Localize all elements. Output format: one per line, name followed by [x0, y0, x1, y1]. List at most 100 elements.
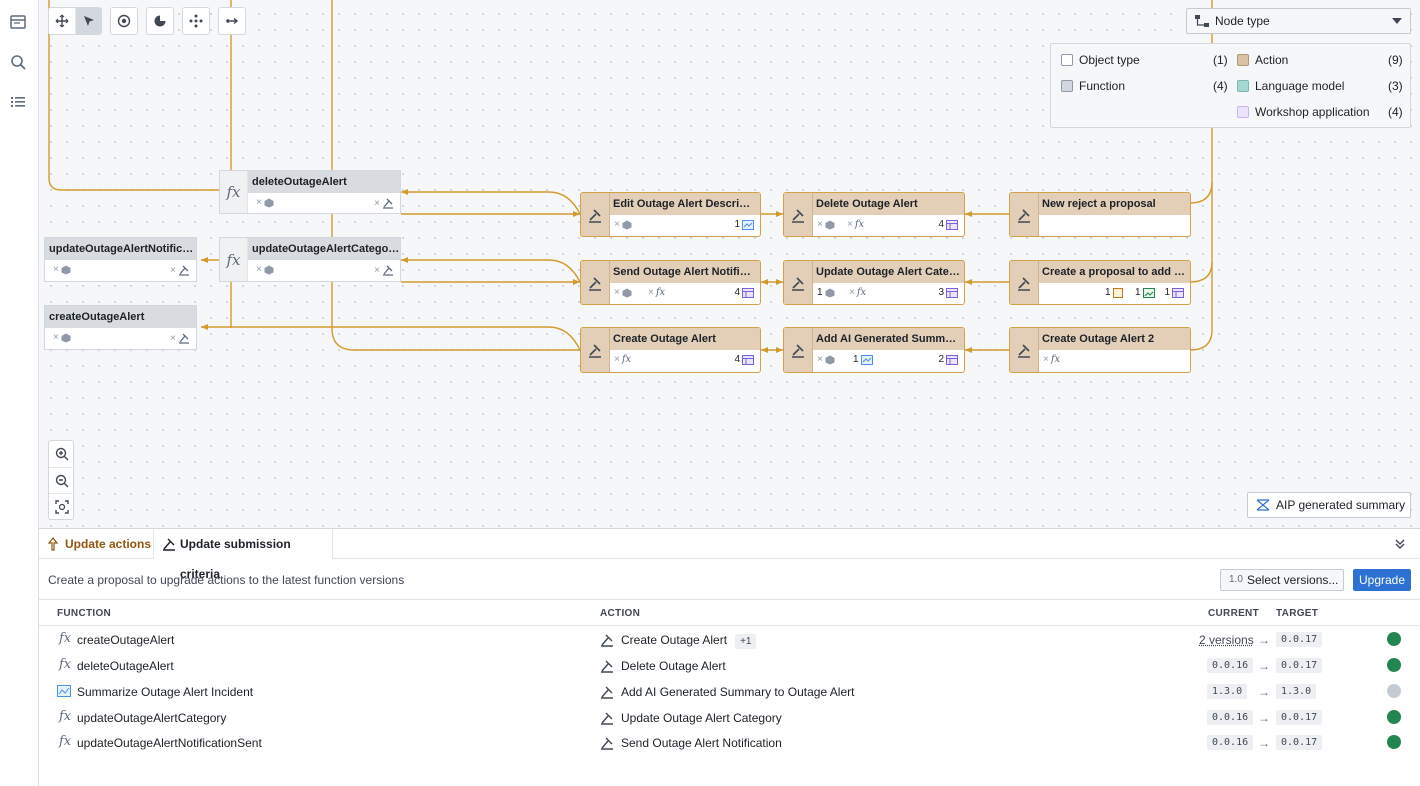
function-icon: fx — [59, 709, 72, 724]
current-version: 1.3.0 — [1207, 684, 1248, 699]
function-name: deleteOutageAlert — [77, 659, 174, 673]
pie-select-button[interactable] — [146, 7, 174, 35]
submission-criteria-icon: × — [374, 197, 394, 209]
table-row[interactable]: fx deleteOutageAlert Delete Outage Alert… — [39, 653, 1420, 679]
function-node-label: updateOutageAlertCategor... — [248, 238, 400, 260]
node-type-icon — [1195, 15, 1209, 27]
action-node-label: Create Outage Alert 2 — [1039, 328, 1190, 350]
panel-icon[interactable] — [8, 12, 28, 32]
col-current: CURRENT — [1208, 608, 1259, 619]
action-node[interactable]: Create Outage Alert ×fx 4 — [580, 327, 761, 373]
flow-icon[interactable] — [219, 8, 245, 34]
chevron-down-icon — [1392, 18, 1402, 24]
select-icon[interactable] — [75, 8, 101, 34]
arrow-right-icon: → — [1258, 711, 1270, 725]
graph-canvas[interactable]: fx deleteOutageAlert × × fx updateOutage… — [39, 0, 1420, 528]
aip-summary-button[interactable]: AIP generated summary — [1247, 492, 1411, 518]
zoom-out-icon[interactable] — [49, 467, 75, 493]
workshop-app-icon: 3 — [938, 287, 958, 298]
action-node[interactable]: Create a proposal to add a rul... 1 1 1 — [1009, 260, 1191, 305]
object-type-icon: × — [817, 354, 835, 365]
legend-item-function[interactable]: Function — [1061, 79, 1125, 93]
table-row[interactable]: fx updateOutageAlertCategory Update Outa… — [39, 705, 1420, 731]
upgrade-button[interactable]: Upgrade — [1353, 569, 1411, 591]
object-type-icon: × — [53, 264, 71, 275]
layout-button[interactable] — [182, 7, 210, 35]
legend-item-action[interactable]: Action — [1237, 53, 1288, 67]
current-version[interactable]: 2 versions — [1199, 633, 1254, 647]
collapse-icon[interactable] — [1394, 538, 1406, 550]
action-node[interactable]: New reject a proposal — [1009, 192, 1191, 237]
zoom-in-icon[interactable] — [49, 441, 75, 467]
fit-to-screen-icon[interactable] — [49, 493, 75, 519]
tab-update-actions[interactable]: Update actions — [39, 529, 153, 559]
search-icon[interactable] — [8, 52, 28, 72]
move-icon[interactable] — [49, 8, 75, 34]
target-version: 0.0.17 — [1276, 735, 1323, 750]
node-type-dropdown[interactable]: Node type — [1186, 8, 1411, 34]
action-icon — [784, 328, 813, 372]
action-node[interactable]: Create Outage Alert 2 ×fx — [1009, 327, 1191, 373]
current-version: 0.0.16 — [1207, 658, 1254, 673]
action-name: Add AI Generated Summary to Outage Alert — [621, 685, 855, 699]
target-icon[interactable] — [111, 8, 137, 34]
function-node[interactable]: fx deleteOutageAlert × × — [219, 170, 401, 214]
object-type-icon: × — [614, 287, 632, 298]
legend-count: (1) — [1213, 53, 1228, 67]
action-node[interactable]: Send Outage Alert Notificatio... × ×fx 4 — [580, 260, 761, 305]
flow-button[interactable] — [218, 7, 246, 35]
target-version: 1.3.0 — [1276, 684, 1317, 699]
submission-criteria-icon: × — [374, 264, 394, 276]
legend-item-language-model[interactable]: Language model — [1237, 79, 1344, 93]
function-name: createOutageAlert — [77, 633, 175, 647]
action-icon — [601, 660, 613, 673]
aip-icon — [1256, 499, 1270, 511]
action-node-label: Create Outage Alert — [610, 328, 760, 350]
function-node[interactable]: fx updateOutageAlertCategor... × × — [219, 237, 401, 282]
action-node-label: Create a proposal to add a rul... — [1039, 261, 1190, 283]
action-name: Send Outage Alert Notification — [621, 736, 782, 750]
table-row[interactable]: fx updateOutageAlertNotificationSent Sen… — [39, 730, 1420, 756]
layout-icon[interactable] — [183, 8, 209, 34]
function-node-label: updateOutageAlertNotifica... — [45, 238, 196, 260]
action-node[interactable]: Edit Outage Alert Description ... × 1 — [580, 192, 761, 237]
arrow-right-icon: → — [1258, 659, 1270, 673]
check-icon — [1387, 735, 1401, 749]
action-node[interactable]: Delete Outage Alert × ×fx 4 — [783, 192, 965, 237]
arrow-right-icon: → — [1258, 736, 1270, 750]
node-type-legend: Object type (1) Action (9) Function (4) … — [1050, 43, 1411, 128]
function-icon: fx — [59, 657, 72, 672]
workshop-app-icon: 4 — [734, 287, 754, 298]
action-node[interactable]: Add AI Generated Summary to... × 1 2 — [783, 327, 965, 373]
table-row[interactable]: fx createOutageAlert Create Outage Alert… — [39, 627, 1420, 653]
function-node[interactable]: createOutageAlert × × — [44, 305, 197, 350]
object-type-icon: 1 — [817, 287, 835, 298]
current-version: 0.0.16 — [1207, 735, 1254, 750]
list-icon[interactable] — [8, 92, 28, 112]
aip-summary-label: AIP generated summary — [1276, 498, 1406, 512]
action-icon — [784, 193, 813, 236]
function-node[interactable]: updateOutageAlertNotifica... × × — [44, 237, 197, 282]
tab-update-submission-criteria[interactable]: Update submission criteria — [153, 529, 333, 581]
legend-item-object-type[interactable]: Object type — [1061, 53, 1140, 67]
submission-criteria-icon: × — [170, 264, 190, 276]
function-icon: ×fx — [849, 287, 867, 298]
zoom-controls — [48, 440, 75, 520]
table-header: FUNCTION ACTION CURRENT TARGET — [39, 599, 1420, 626]
action-name: Create Outage Alert+1 — [621, 633, 757, 649]
legend-count: (4) — [1213, 79, 1228, 93]
pie-select-icon[interactable] — [147, 8, 173, 34]
action-icon — [1010, 328, 1039, 372]
target-button[interactable] — [110, 7, 138, 35]
table-row[interactable]: Summarize Outage Alert Incident Add AI G… — [39, 679, 1420, 705]
action-icon — [1010, 261, 1039, 304]
legend-item-workshop-application[interactable]: Workshop application — [1237, 105, 1370, 119]
col-function: FUNCTION — [57, 608, 112, 619]
legend-count: (3) — [1388, 79, 1403, 93]
legend-count: (4) — [1388, 105, 1403, 119]
check-icon — [1387, 684, 1401, 698]
function-name: updateOutageAlertCategory — [77, 711, 227, 725]
pan-select-toolbar — [48, 7, 102, 35]
action-node[interactable]: Update Outage Alert Category 1 ×fx 3 — [783, 260, 965, 305]
